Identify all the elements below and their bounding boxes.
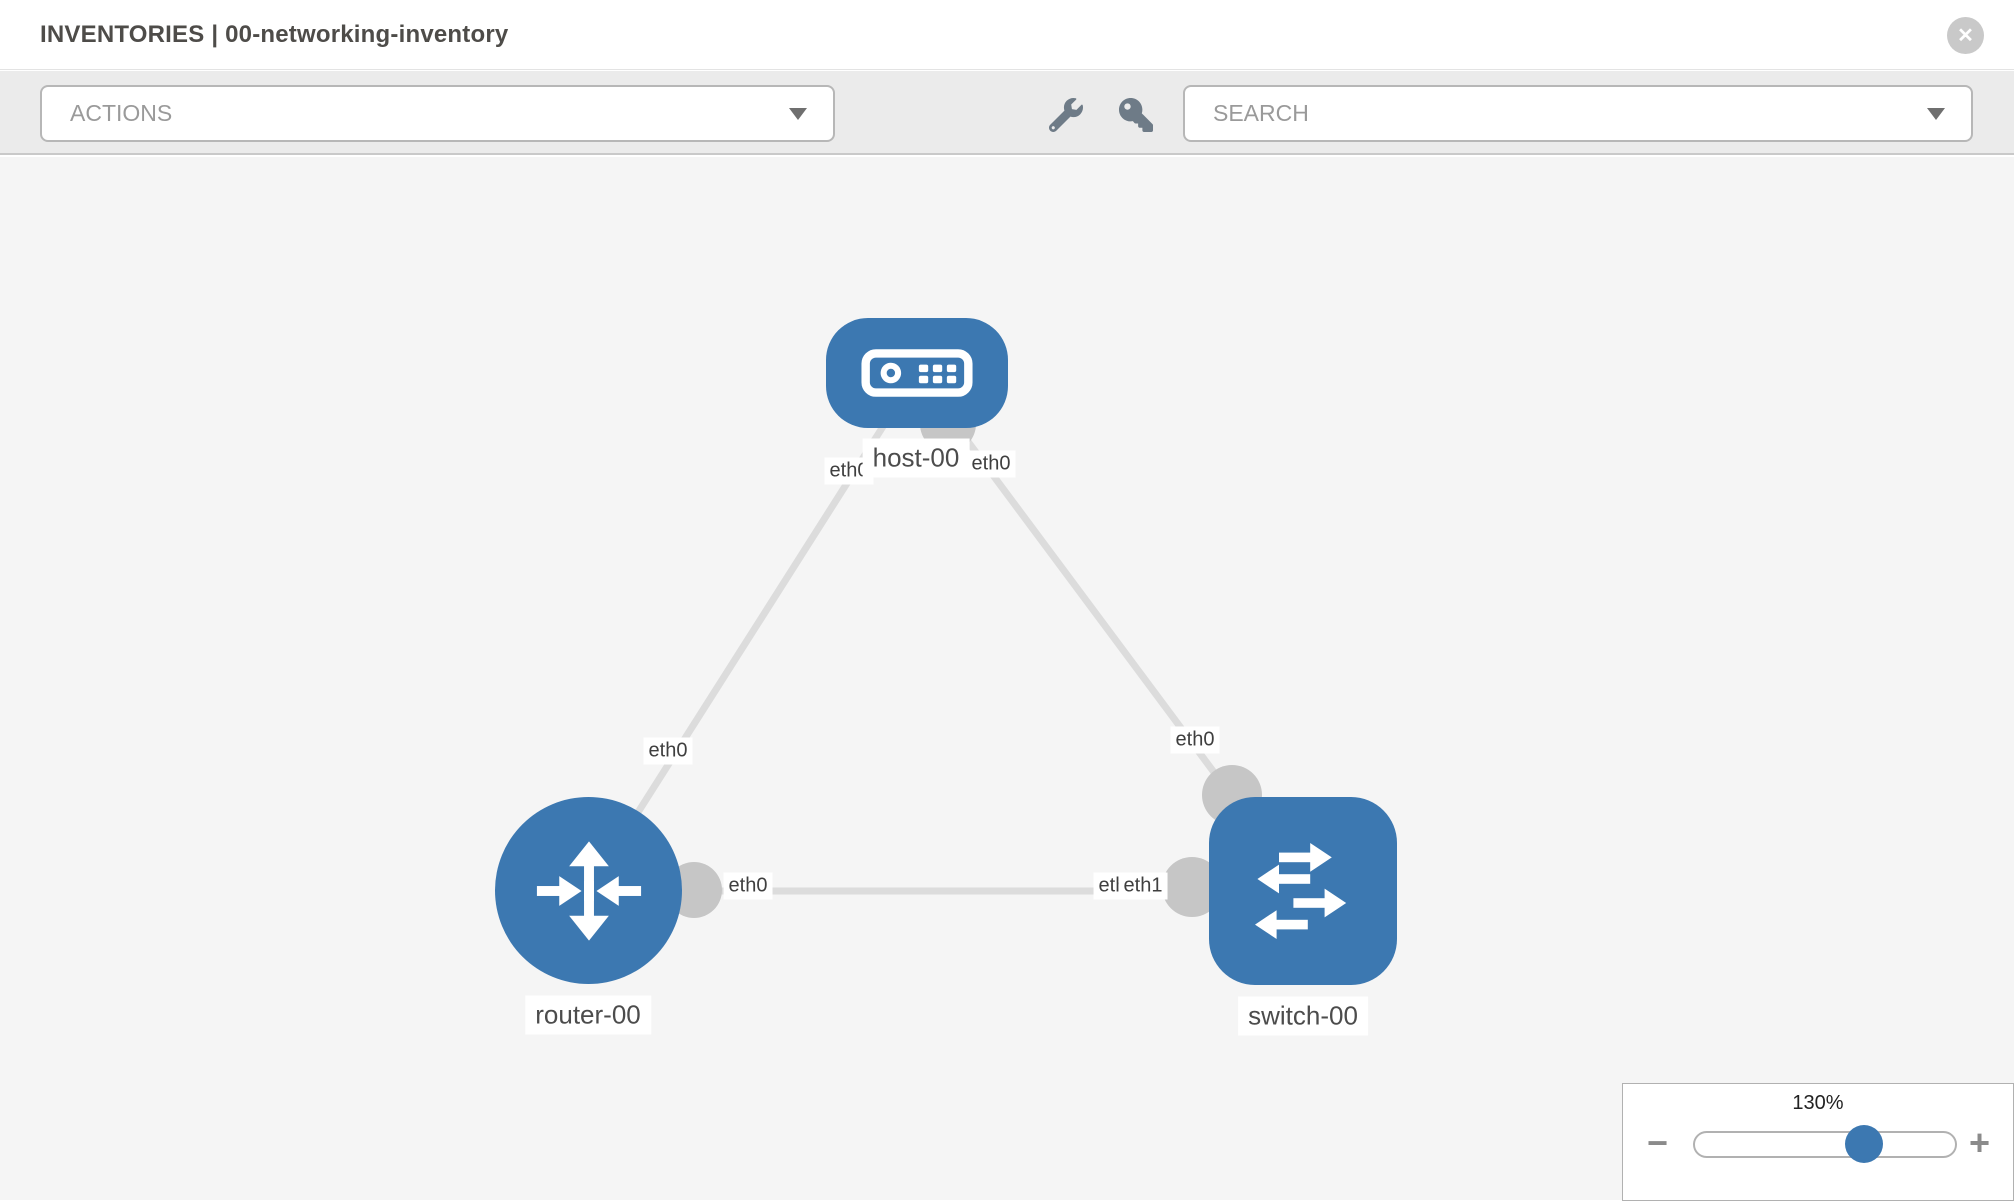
- topology-links-layer: [585, 370, 1306, 918]
- actions-dropdown-label: ACTIONS: [70, 100, 173, 126]
- page-title: INVENTORIES | 00-networking-inventory: [40, 21, 509, 48]
- zoom-in-button[interactable]: +: [1969, 1122, 1991, 1163]
- header: INVENTORIES | 00-networking-inventory ✕: [0, 0, 2014, 70]
- actions-dropdown[interactable]: ACTIONS: [40, 85, 835, 142]
- host-icon: [861, 349, 973, 397]
- chevron-down-icon: [789, 107, 807, 120]
- iface-label-mid-link-router-side: eth0: [723, 872, 773, 900]
- router-icon: [536, 840, 641, 941]
- toolbar: ACTIONS SEARCH: [0, 71, 2014, 155]
- close-button[interactable]: ✕: [1947, 17, 1984, 54]
- zoom-slider-thumb[interactable]: [1845, 1125, 1883, 1163]
- zoom-slider-track[interactable]: [1693, 1131, 1957, 1158]
- node-label-switch: switch-00: [1238, 996, 1368, 1036]
- port-switch-left: [1162, 857, 1222, 917]
- wrench-button[interactable]: [1044, 95, 1088, 135]
- node-router-00[interactable]: [495, 797, 682, 984]
- chevron-down-icon: [1927, 107, 1945, 120]
- zoom-panel: 130% − +: [1622, 1083, 2014, 1201]
- node-label-router: router-00: [525, 995, 651, 1035]
- search-dropdown[interactable]: SEARCH: [1183, 85, 1973, 142]
- switch-icon: [1255, 843, 1347, 939]
- iface-label-host-right: eth0: [966, 450, 1016, 478]
- zoom-out-button[interactable]: −: [1647, 1122, 1669, 1163]
- node-switch-00[interactable]: [1209, 797, 1397, 985]
- topology-canvas[interactable]: host-00 router-00 switch-00 eth0 eth0 et…: [0, 157, 2014, 1200]
- node-label-host: host-00: [862, 438, 970, 478]
- iface-label-mid-link-switch-side-front: eth1: [1118, 872, 1168, 900]
- search-dropdown-label: SEARCH: [1213, 100, 1309, 126]
- key-icon: [1119, 98, 1153, 132]
- iface-label-host-router-link: eth0: [643, 737, 693, 765]
- zoom-level: 130%: [1792, 1092, 1844, 1114]
- node-host-00[interactable]: [826, 318, 1008, 428]
- wrench-icon: [1049, 98, 1083, 132]
- key-button[interactable]: [1114, 95, 1158, 135]
- iface-label-host-switch-link: eth0: [1170, 726, 1220, 754]
- close-icon: ✕: [1957, 24, 1974, 47]
